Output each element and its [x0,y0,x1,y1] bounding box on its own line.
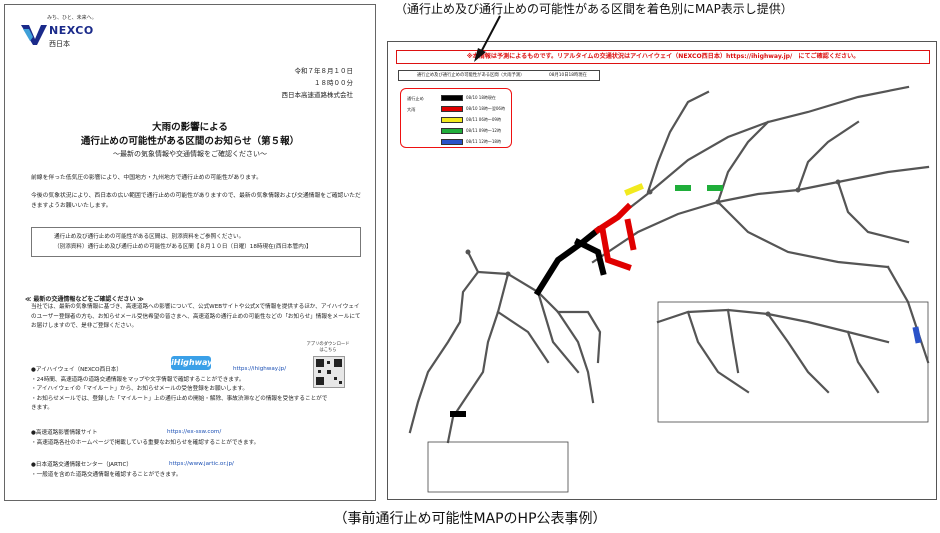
ihighway-badge[interactable]: iHighway [171,356,212,370]
release-date: 令和７年８月１０日 [294,67,354,75]
legend-text: 08/11 06時～09時 [466,117,501,122]
list-item: ・お知らせメールでは、登録した「マイルート」上の通行止めの開始・解除、事故渋滞な… [31,395,328,412]
list-item: ・24時間、高速道路の道路交通情報をマップや文字情報で確認することができます。 [31,376,245,383]
release-org: 西日本高速道路株式会社 [281,91,354,99]
map-status-line: 通行止め及び通行止めの可能性がある区間（大雨予測） 08月10日18時現在 [398,70,600,81]
road-segment [766,312,830,394]
jartic-info-block: ●日本道路交通情報センター（JARTIC） ・一般道を含めた道路交通情報を確認す… [31,461,331,480]
region-boxes [427,301,929,493]
junction-marker [647,189,653,195]
junction-marker [795,187,801,193]
jartic-link[interactable]: https://www.jartic.or.jp/ [169,461,234,467]
map-legend: 通行止め 大雨 08/10 18時現在 08/10 18時～翌06時 08/11… [400,88,512,148]
forecast-warning-banner: ※本情報は予測によるものです。リアルタイムの交通状況はアイハイウェイ（NEXCO… [396,50,930,64]
figure-caption: （事前通行止め可能性MAPのHP公表事例） [333,511,607,527]
legend-swatch [441,128,463,134]
legend-row: 08/11 12時～18時 [441,139,507,146]
road-segment [686,310,750,394]
nexco-mark-icon [21,25,47,45]
map-status-time: 08月10日18時現在 [549,73,587,78]
junction-marker [465,249,471,255]
list-item: ・一般道を含めた道路交通情報を確認することができます。 [31,471,182,478]
intro-paragraph-2: 今後の気象状況により、西日本の広い範囲で通行止めの可能性がありますので、最新の気… [31,193,361,209]
legend-text: 08/11 09時～12時 [466,128,501,133]
road-closure-map: ※本情報は予測によるものです。リアルタイムの交通状況はアイハイウェイ（NEXCO… [387,41,937,500]
junction-marker [835,179,841,185]
road-segment [836,180,910,244]
nexco-logo: みち、ひと、未来へ。 NEXCO 西日本 [19,13,129,53]
doc-title-line2: 通行止めの可能性がある区間のお知らせ（第５報） [80,136,300,147]
doc-subtitle: ～最新の気象情報や交通情報をご確認ください～ [113,150,267,158]
logo-sub: 西日本 [49,40,70,48]
attachment-notice-box: 通行止め及び通行止めの可能性がある区間は、別添資料をご参照ください。 （別添資料… [31,227,361,257]
doc-title-line1: 大雨の影響による [152,122,228,133]
junction-marker [715,199,721,205]
legend-row: 08/10 18時～翌06時 [441,106,507,113]
legend-row: 08/11 06時～09時 [441,117,507,124]
road-segment [496,310,550,364]
legend-swatch [441,117,463,123]
press-release-document: みち、ひと、未来へ。 NEXCO 西日本 令和７年８月１０日 １８時００分 西日… [4,4,376,501]
closure-current-segment [573,237,607,276]
road-segment [591,165,930,264]
list-item: ●高速道路影響情報サイト [31,430,98,436]
road-segment [581,85,910,244]
road-segment [846,330,880,394]
legend-text: 08/10 18時現在 [466,95,496,100]
road-segment [646,90,710,194]
closure-current-segment [533,225,603,297]
road-segment [796,120,860,192]
logo-slogan: みち、ひと、未来へ。 [47,15,97,21]
notice-line: （別添資料）通行止め及び通行止めの可能性がある区間【８月１０日（日曜）18時現在… [54,244,312,250]
closure-blue-segment [912,326,922,344]
road-segment [716,200,890,269]
road-segment [408,250,480,434]
release-time: １８時００分 [314,79,353,87]
qr-pattern-icon [316,359,342,385]
qr-code-icon[interactable] [313,356,345,388]
app-download-note: アプリのダウンロードはこちら [306,342,350,353]
road-junction-markers [465,179,841,317]
closure-rain-segment [599,228,632,271]
legend-closure-label: 通行止め [407,96,424,101]
road-segment [716,120,770,204]
legend-row: 08/10 18時現在 [441,95,507,102]
list-item: ・アイハイウェイの「マイルート」から、お知らせメールの受信登録をお願いします。 [31,386,248,392]
list-item: ●アイハイウェイ（NEXCO西日本） [31,367,122,373]
closure-rain-segment [593,202,633,235]
legend-row: 08/11 09時～12時 [441,128,507,135]
section-body: 当社では、最新の気象情報に基づき、高速道路への影響について、公式WEBサイトや公… [31,304,361,329]
closure-rain-segment [624,218,637,251]
map-status-title: 通行止め及び通行止めの可能性がある区間（大雨予測） [417,73,525,78]
road-segment [536,290,580,374]
ex-ssw-link[interactable]: https://ex-ssw.com/ [167,429,222,435]
intro-paragraph-1: 前線を伴った低気圧の影響により、中国地方・九州地方で通行止めの可能性があります。 [31,175,262,181]
road-segment [726,308,740,374]
section-heading: ≪ 最新の交通情報などをご確認ください ≫ [25,296,144,303]
legend-swatch [441,95,463,101]
junction-marker [765,311,771,317]
notice-line: 通行止め及び通行止めの可能性がある区間は、別添資料をご参照ください。 [54,234,245,240]
legend-swatch [441,139,463,145]
closure-yellow-segment [624,183,644,196]
legend-swatch [441,106,463,112]
expressway-network-map [408,85,930,493]
logo-name: NEXCO [49,24,94,37]
closure-segments [450,183,922,417]
arrow-down-left-icon [474,15,501,62]
map-callout-text: （通行止め及び通行止めの可能性がある区間を着色別にMAP表示し提供） [395,2,793,16]
ex-ssw-info-block: ●高速道路影響情報サイト ・高速道路各社のホームページで掲載している重要なお知ら… [31,429,331,448]
ihighway-link[interactable]: https://ihighway.jp/ [233,366,287,372]
road-segment [556,310,602,364]
kyushu-south-box [427,441,569,493]
legend-text: 08/10 18時～翌06時 [466,106,505,111]
kansai-region-box [657,301,929,423]
legend-rain-label: 大雨 [407,107,416,112]
list-item: ●日本道路交通情報センター（JARTIC） [31,462,133,468]
road-segment [886,265,930,364]
list-item: ・高速道路各社のホームページで掲載している重要なお知らせを確認することができます… [31,439,260,446]
legend-text: 08/11 12時～18時 [466,139,501,144]
junction-marker [505,271,511,277]
ihighway-info-block: ●アイハイウェイ（NEXCO西日本） ・24時間、高速道路の道路交通情報をマップ… [31,366,331,414]
